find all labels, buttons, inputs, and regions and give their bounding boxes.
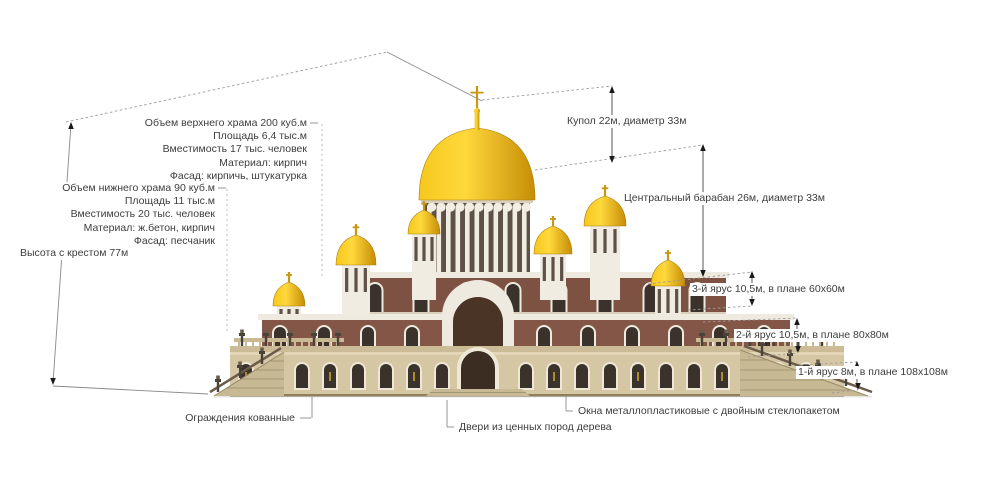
spec-line: Площадь 6,4 тыс.м (143, 130, 308, 144)
tier3-label: 3-й ярус 10,5м, в плане 60х60м (690, 283, 847, 296)
lower-temple-specs: Объем нижнего храма 90 куб.м Площадь 11 … (61, 182, 216, 249)
railings-label: Ограждения кованные (183, 412, 297, 425)
spec-line: Объем верхнего храма 200 куб.м (143, 117, 308, 131)
tier1-label: 1-й ярус 8м, в плане 108х108м (796, 366, 950, 379)
central-drum-label: Центральный барабан 26м, диаметр 33м (622, 192, 827, 205)
spec-line: Фасад: кирпичь, штукатурка (143, 169, 308, 184)
spec-line: Площадь 11 тыс.м (61, 195, 216, 209)
spec-line: Материал: кирпич (143, 156, 308, 170)
spec-line: Объем нижнего храма 90 куб.м (61, 182, 216, 196)
spec-line: Вместимость 20 тыс. человек (61, 208, 216, 222)
upper-temple-specs: Объем верхнего храма 200 куб.м Площадь 6… (143, 117, 308, 184)
spec-line: Материал: ж.бетон, кирпич (61, 221, 216, 235)
doors-label: Двери из ценных пород дерева (457, 421, 614, 434)
tier2-label: 2-й ярус 10,5м, в плане 80х80м (734, 329, 891, 342)
cathedral-building (209, 86, 873, 398)
spec-line: Фасад: песчаник (61, 234, 216, 249)
windows-label: Окна металлопластиковые с двойным стекло… (576, 405, 842, 418)
dome-label: Купол 22м, диаметр 33м (565, 115, 689, 128)
spec-line: Вместимость 17 тыс. человек (143, 143, 308, 157)
height-label: Высота с крестом 77м (18, 247, 131, 260)
